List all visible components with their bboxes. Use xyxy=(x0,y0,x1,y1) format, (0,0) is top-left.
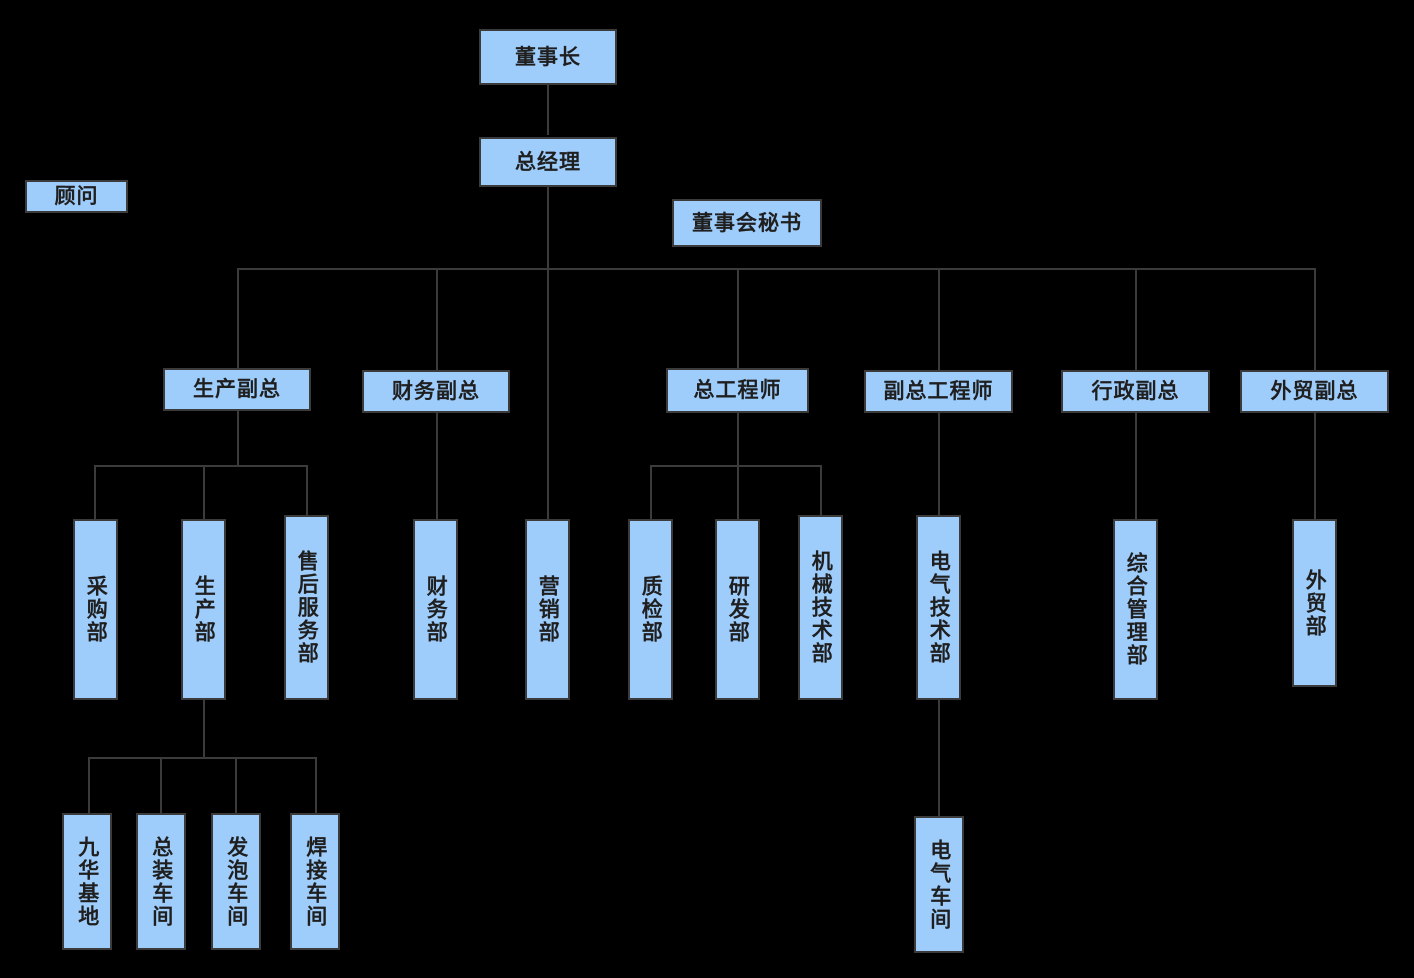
node-shop-jiuhua-base-label: 九华基地 xyxy=(75,835,99,928)
edge-chief-engineer-down xyxy=(737,411,739,467)
edge-to-purchasing xyxy=(94,465,96,519)
node-dept-marketing-label: 营销部 xyxy=(536,575,560,644)
edge-to-assembly xyxy=(160,757,162,814)
edge-vp-trade-to-dept xyxy=(1314,413,1316,519)
node-dept-marketing[interactable]: 营销部 xyxy=(525,519,570,700)
edge-main-bus xyxy=(237,268,1315,270)
edge-bus-chief-engineer xyxy=(737,268,739,368)
node-vp-admin-label: 行政副总 xyxy=(1091,380,1180,403)
edge-to-foaming xyxy=(235,757,237,814)
edge-bus-vp-admin xyxy=(1135,268,1137,370)
node-shop-foaming-label: 发泡车间 xyxy=(224,835,248,928)
edge-to-production-dept xyxy=(203,465,205,519)
node-vp-production-label: 生产副总 xyxy=(193,378,281,401)
node-general-manager-label: 总经理 xyxy=(515,150,581,174)
node-dept-after-sales-label: 售后服务部 xyxy=(295,550,319,665)
node-dept-production[interactable]: 生产部 xyxy=(181,519,226,700)
edge-vp-finance-to-dept xyxy=(436,413,438,519)
node-dept-mech-tech[interactable]: 机械技术部 xyxy=(798,515,843,700)
node-chief-engineer-label: 总工程师 xyxy=(693,379,782,402)
node-chairman-label: 董事长 xyxy=(515,45,581,69)
node-dept-foreign-trade-label: 外贸部 xyxy=(1303,568,1327,638)
edge-bus-vp-production xyxy=(237,268,239,368)
edge-to-welding xyxy=(315,757,317,814)
node-vp-finance[interactable]: 财务副总 xyxy=(362,370,510,413)
edge-to-mech-tech xyxy=(820,465,822,515)
edge-production-bus xyxy=(94,465,308,467)
edge-to-quality xyxy=(650,465,652,519)
node-vp-admin[interactable]: 行政副总 xyxy=(1061,370,1210,413)
node-board-secretary-label: 董事会秘书 xyxy=(692,211,802,235)
node-dept-production-label: 生产部 xyxy=(192,575,216,644)
node-dept-quality-label: 质检部 xyxy=(639,575,663,644)
node-shop-foaming[interactable]: 发泡车间 xyxy=(211,813,261,950)
edge-vp-production-down xyxy=(237,411,239,467)
node-shop-welding-label: 焊接车间 xyxy=(303,835,327,928)
node-dept-general-admin-label: 综合管理部 xyxy=(1124,552,1148,667)
node-dept-finance[interactable]: 财务部 xyxy=(413,519,458,700)
edge-bus-vp-finance xyxy=(436,268,438,370)
node-dept-rnd[interactable]: 研发部 xyxy=(715,519,760,700)
node-dept-rnd-label: 研发部 xyxy=(726,575,750,644)
node-shop-welding[interactable]: 焊接车间 xyxy=(290,813,340,950)
edge-to-jiuhua xyxy=(88,757,90,814)
edge-deputy-to-elec-tech xyxy=(938,413,940,515)
node-chief-engineer[interactable]: 总工程师 xyxy=(666,368,809,413)
node-vp-finance-label: 财务副总 xyxy=(392,380,480,403)
edge-bus-deputy-chief-engineer xyxy=(938,268,940,370)
node-dept-elec-tech[interactable]: 电气技术部 xyxy=(916,515,961,700)
edge-chairman-gm xyxy=(547,85,549,135)
node-shop-jiuhua-base[interactable]: 九华基地 xyxy=(62,813,112,950)
node-deputy-chief-engineer[interactable]: 副总工程师 xyxy=(864,370,1013,413)
node-advisor-label: 顾问 xyxy=(54,185,99,208)
node-vp-foreign-trade[interactable]: 外贸副总 xyxy=(1240,370,1389,413)
node-shop-electrical-label: 电气车间 xyxy=(927,838,951,931)
edge-chief-engineer-bus xyxy=(650,465,822,467)
node-advisor[interactable]: 顾问 xyxy=(25,180,128,213)
node-dept-general-admin[interactable]: 综合管理部 xyxy=(1113,519,1158,700)
edge-elec-tech-to-shop xyxy=(938,700,940,817)
node-dept-elec-tech-label: 电气技术部 xyxy=(927,550,951,665)
edge-to-rnd xyxy=(737,465,739,519)
node-general-manager[interactable]: 总经理 xyxy=(479,137,617,187)
edge-workshop-bus xyxy=(88,757,317,759)
edge-vp-admin-to-dept xyxy=(1135,413,1137,519)
edge-gm-trunk xyxy=(547,187,549,519)
node-board-secretary[interactable]: 董事会秘书 xyxy=(672,199,822,247)
node-dept-purchasing-label: 采购部 xyxy=(84,575,108,644)
edge-to-after-sales xyxy=(306,465,308,515)
node-deputy-chief-engineer-label: 副总工程师 xyxy=(883,380,994,403)
node-shop-assembly-label: 总装车间 xyxy=(149,835,173,928)
node-chairman[interactable]: 董事长 xyxy=(479,29,617,85)
node-dept-mech-tech-label: 机械技术部 xyxy=(809,550,833,665)
node-shop-electrical[interactable]: 电气车间 xyxy=(914,816,964,953)
node-dept-quality[interactable]: 质检部 xyxy=(628,519,673,700)
node-dept-after-sales[interactable]: 售后服务部 xyxy=(284,515,329,700)
edge-bus-vp-foreign-trade xyxy=(1314,268,1316,370)
node-shop-assembly[interactable]: 总装车间 xyxy=(136,813,186,950)
node-dept-foreign-trade[interactable]: 外贸部 xyxy=(1292,519,1337,687)
node-vp-production[interactable]: 生产副总 xyxy=(163,368,311,411)
edge-production-dept-down xyxy=(203,700,205,758)
node-dept-purchasing[interactable]: 采购部 xyxy=(73,519,118,700)
node-vp-foreign-trade-label: 外贸副总 xyxy=(1270,380,1359,403)
node-dept-finance-label: 财务部 xyxy=(424,575,448,644)
